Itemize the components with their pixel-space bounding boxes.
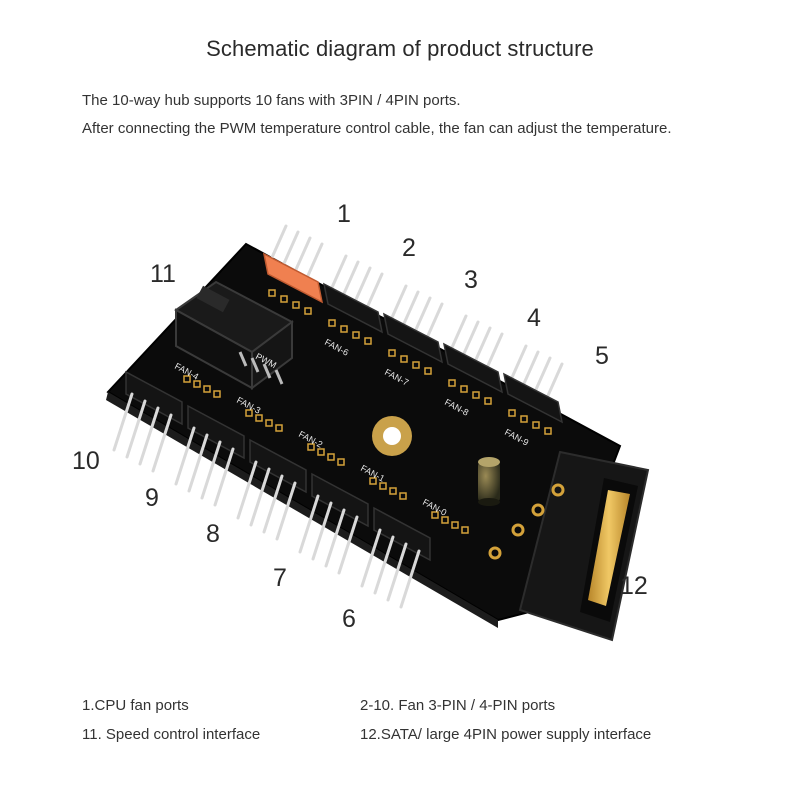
- callout-2: 2: [402, 234, 416, 262]
- description-line-1: The 10-way hub supports 10 fans with 3PI…: [82, 92, 461, 109]
- callout-8: 8: [206, 520, 220, 548]
- fan-header-2: FAN-2: [236, 429, 345, 541]
- callout-7: 7: [273, 564, 287, 592]
- callout-4: 4: [527, 304, 541, 332]
- cpu-fan-header: [262, 224, 324, 315]
- power-solder-pads: [488, 483, 565, 560]
- diagram-title: Schematic diagram of product structure: [206, 36, 594, 61]
- callout-9: 9: [145, 484, 159, 512]
- callout-10: 10: [72, 447, 100, 475]
- legend-speed-control: 11. Speed control interface: [82, 726, 261, 743]
- pcb-edge: [106, 392, 498, 628]
- sata-connector: [518, 450, 650, 642]
- callout-11: 11: [150, 260, 176, 288]
- legend-fan-ports: 2-10. Fan 3-PIN / 4-PIN ports: [360, 697, 556, 714]
- callout-3: 3: [464, 266, 478, 294]
- callout-5: 5: [595, 342, 609, 370]
- legend-sata-power: 12.SATA/ large 4PIN power supply interfa…: [360, 726, 652, 743]
- callout-12: 12: [620, 572, 648, 600]
- speed-control-connector: PWM: [174, 280, 294, 390]
- capacitor: [478, 457, 500, 506]
- callout-1: 1: [337, 200, 351, 228]
- legend-cpu-ports: 1.CPU fan ports: [82, 697, 189, 714]
- description-line-2: After connecting the PWM temperature con…: [82, 120, 672, 137]
- callout-6: 6: [342, 605, 356, 633]
